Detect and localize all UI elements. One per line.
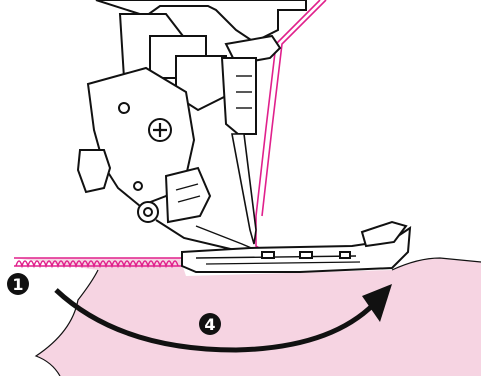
callout-1: 1 xyxy=(7,273,29,295)
needle xyxy=(232,134,256,244)
fabric xyxy=(14,258,481,376)
svg-text:1: 1 xyxy=(12,275,23,294)
svg-text:4: 4 xyxy=(204,315,215,334)
callout-4: 4 xyxy=(199,313,221,335)
presser-foot xyxy=(182,222,410,272)
